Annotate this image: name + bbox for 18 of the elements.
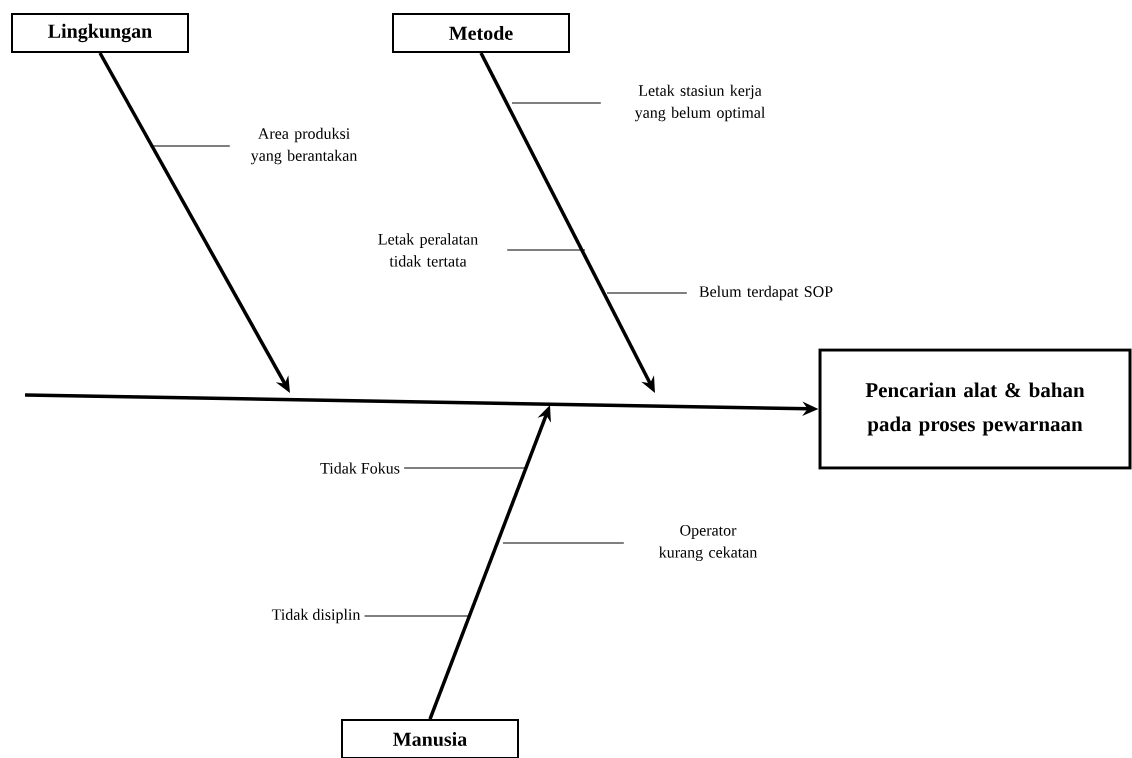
leader-line: [606, 292, 688, 294]
cause-text: Belum terdapat SOP: [699, 285, 833, 301]
leader-line: [506, 249, 586, 251]
leader-line: [403, 467, 528, 469]
cause-text: Tidak Fokus: [320, 462, 400, 474]
cause-text: Letak stasiun kerja yang belum optimal: [634, 84, 765, 122]
leader-line: [364, 615, 469, 617]
cause-text: Operator kurang cekatan: [659, 525, 758, 562]
cause-text: Tidak disiplin: [271, 608, 361, 624]
leader-line: [502, 542, 625, 544]
cause-text: Letak peralatan tidak tertata: [378, 233, 478, 267]
leader-line: [511, 102, 602, 104]
category-box: Lingkungan: [11, 13, 189, 53]
category-box: Manusia: [341, 719, 519, 758]
effect-box: Pencarian alat & bahan pada proses pewarnaan: [818, 348, 1132, 470]
category-box: Metode: [392, 13, 570, 53]
leader-line: [149, 145, 231, 147]
cause-text: Area produksi yang berantakan: [250, 127, 358, 165]
